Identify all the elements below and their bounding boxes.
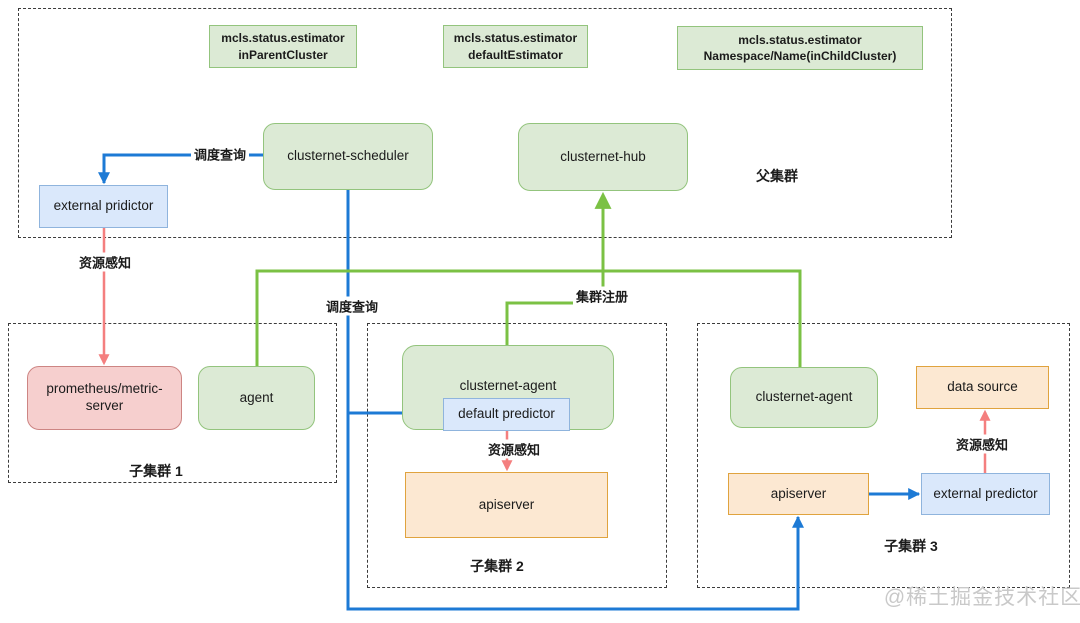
estimator-default-node: mcls.status.estimator defaultEstimator (443, 25, 588, 68)
estimator-line: mcls.status.estimator (453, 31, 578, 46)
child-cluster-2-label: 子集群 2 (470, 558, 524, 574)
resource-sense-label-1: 资源感知 (75, 252, 135, 272)
edge-agents-register-bus (255, 269, 802, 367)
child-cluster-3-label: 子集群 3 (884, 538, 938, 554)
cluster-register-label: 集群注册 (572, 286, 632, 306)
parent-cluster-label: 父集群 (756, 168, 798, 184)
edge-scheduler-to-cluster3-apiserver (346, 190, 804, 611)
watermark: @稀土掘金技术社区 (883, 586, 1080, 609)
estimator-line: Namespace/Name(inChildCluster) (703, 49, 897, 63)
resource-sense-label-2: 资源感知 (484, 439, 544, 459)
external-pridictor-node: external pridictor (39, 185, 168, 228)
estimator-line: mcls.status.estimator (221, 31, 345, 46)
estimator-line: mcls.status.estimator (738, 32, 862, 47)
data-source-node: data source (916, 366, 1049, 409)
parent-cluster-box (18, 8, 952, 238)
child-cluster-3-box (697, 323, 1070, 588)
estimator-namespace-node: mcls.status.estimator Namespace/Name(inC… (677, 26, 923, 70)
estimator-line: defaultEstimator (468, 47, 563, 62)
apiserver-2-node: apiserver (405, 472, 608, 538)
clusternet-hub-node: clusternet-hub (518, 123, 688, 191)
external-predictor-3-node: external predictor (921, 473, 1050, 515)
apiserver-3-node: apiserver (728, 473, 869, 515)
child-cluster-1-label: 子集群 1 (129, 463, 183, 479)
edge-register-to-hub (505, 191, 612, 345)
child-cluster-1-box (8, 323, 337, 483)
child-cluster-2-box (367, 323, 667, 588)
clusternet-scheduler-node: clusternet-scheduler (263, 123, 433, 190)
estimator-line: inParentCluster (238, 47, 328, 62)
default-predictor-node: default predictor (443, 398, 570, 431)
resource-sense-label-3: 资源感知 (952, 434, 1012, 454)
estimator-in-parent-cluster-node: mcls.status.estimator inParentCluster (209, 25, 357, 68)
schedule-query-label-top: 调度查询 (190, 144, 250, 164)
clusternet-agent-3-node: clusternet-agent (730, 367, 878, 428)
schedule-query-label-mid: 调度查询 (322, 296, 382, 316)
prometheus-metric-server-node: prometheus/metric-server (27, 366, 182, 430)
agent-node: agent (198, 366, 315, 430)
